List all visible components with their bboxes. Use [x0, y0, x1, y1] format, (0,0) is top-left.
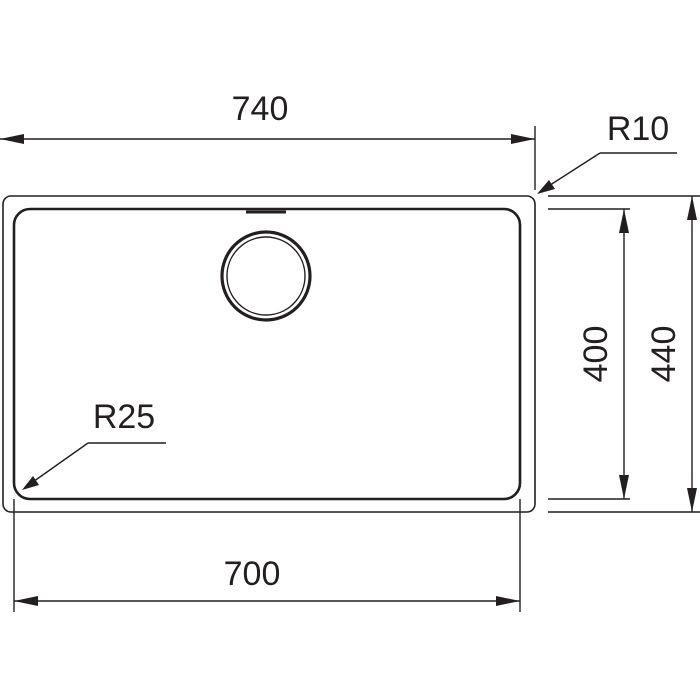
- label-inner-corner-radius: R25: [93, 398, 155, 436]
- dimension-outer-depth: 440: [548, 195, 700, 513]
- label-outer-depth: 440: [645, 326, 683, 383]
- drain-icon: [220, 230, 312, 322]
- leader-outer-corner-radius: R10: [537, 110, 677, 194]
- sink-outer-rim: [2, 195, 536, 513]
- label-inner-width: 700: [224, 555, 281, 593]
- dimension-inner-depth: 400: [548, 208, 630, 500]
- label-outer-width: 740: [232, 90, 289, 128]
- label-outer-corner-radius: R10: [607, 110, 669, 148]
- dimension-outer-width: 740: [0, 90, 536, 190]
- leader-inner-corner-radius: R25: [22, 398, 166, 490]
- label-inner-depth: 400: [577, 326, 615, 383]
- sink-inner-bowl: [12, 207, 522, 501]
- dimension-inner-width: 700: [13, 499, 521, 612]
